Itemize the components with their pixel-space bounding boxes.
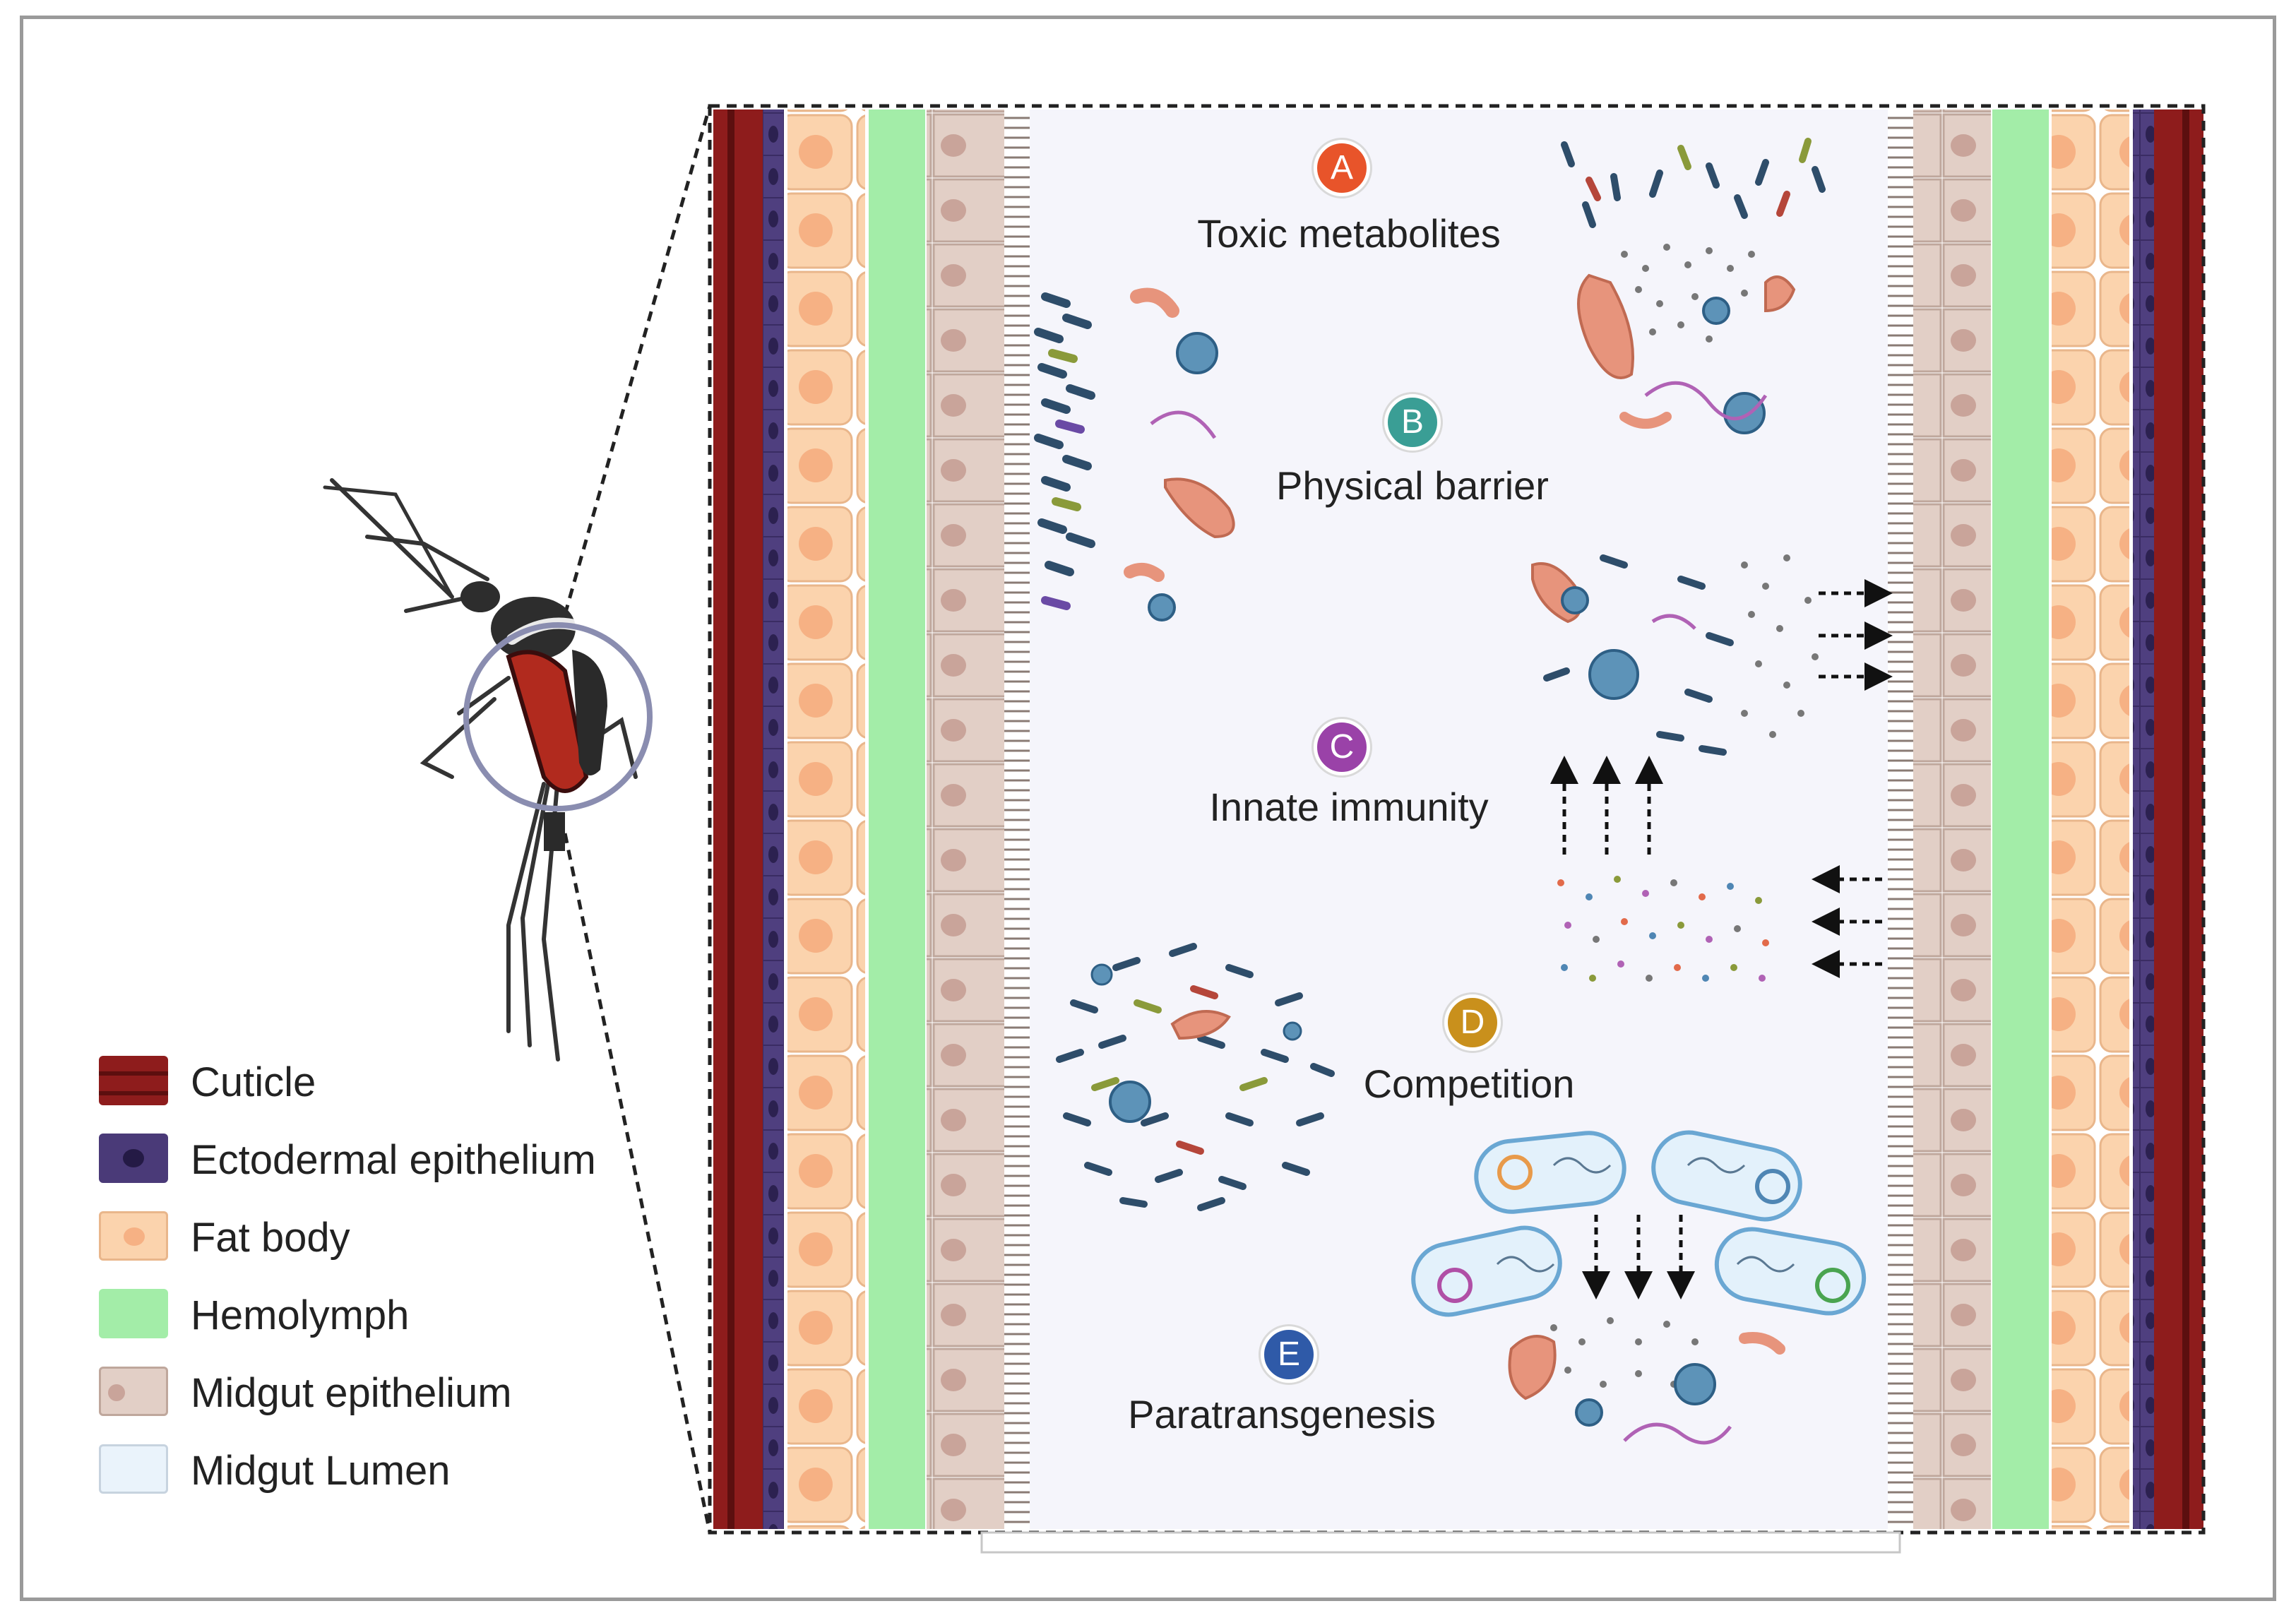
badge-c: C: [1314, 719, 1370, 775]
zoom-line-top: [563, 105, 712, 615]
legend-label: Hemolymph: [191, 1292, 410, 1338]
cluster-competition: [1049, 932, 1335, 1215]
cluster-innate-immunity: [1531, 554, 1893, 982]
hemolymph-right: [1992, 109, 2049, 1529]
paratransgenesis-products: [1508, 1317, 1785, 1445]
fat-body-swatch: [99, 1211, 168, 1261]
cluster-paratransgenesis: [1411, 1130, 1867, 1317]
label-competition: Competition: [1363, 1061, 1575, 1106]
fat-body-right: [2052, 109, 2129, 1529]
cuticle-left: [713, 109, 763, 1529]
zoom-lens: [463, 622, 653, 811]
hemolymph-swatch: [99, 1289, 168, 1338]
badge-d: D: [1444, 994, 1501, 1051]
midgut-epithelium-left: [927, 109, 1004, 1529]
label-physical-barrier: Physical barrier: [1276, 463, 1549, 508]
cluster-toxic-metabolites: [1561, 138, 1826, 434]
mosquito-illustration: [323, 478, 653, 1061]
villi-left: [1004, 109, 1030, 1529]
midgut-epithelium-swatch: [99, 1367, 168, 1416]
fat-body-left: [787, 109, 865, 1529]
midgut-lumen-swatch: [99, 1444, 168, 1494]
legend-label: Fat body: [191, 1215, 350, 1261]
legend-label: Midgut epithelium: [191, 1370, 512, 1416]
figure-frame: [20, 16, 2276, 1601]
ectoderm-right: [2133, 109, 2154, 1529]
label-toxic-metabolites: Toxic metabolites: [1197, 211, 1501, 256]
ectoderm-swatch: [99, 1134, 168, 1183]
badge-a: A: [1314, 140, 1370, 196]
cuticle-swatch: [99, 1056, 168, 1105]
hemolymph-left: [869, 109, 925, 1529]
legend-label: Cuticle: [191, 1059, 316, 1105]
cuticle-right: [2154, 109, 2203, 1529]
badge-b: B: [1384, 394, 1441, 451]
label-paratransgenesis: Paratransgenesis: [1128, 1392, 1436, 1436]
ectoderm-left: [763, 109, 784, 1529]
villi-right: [1888, 109, 1913, 1529]
legend-label: Midgut Lumen: [191, 1448, 451, 1494]
badge-e: E: [1261, 1326, 1317, 1383]
zoom-line-bottom: [563, 833, 712, 1533]
cluster-physical-barrier: [1034, 287, 1235, 621]
label-innate-immunity: Innate immunity: [1209, 785, 1489, 829]
midgut-epithelium-right: [1913, 109, 1991, 1529]
legend-label: Ectodermal epithelium: [191, 1137, 596, 1183]
